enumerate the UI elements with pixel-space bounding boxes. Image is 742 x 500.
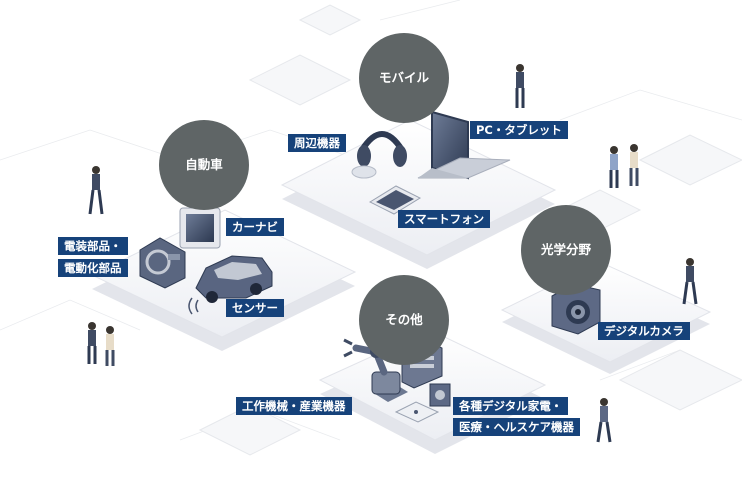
category-other-label: その他 xyxy=(385,312,423,327)
label-electrical-parts-line2: 電動化部品 xyxy=(58,259,128,277)
smartphone-icon xyxy=(368,185,422,215)
circuit-board-icon xyxy=(394,401,440,423)
category-optical: 光学分野 xyxy=(521,205,611,295)
label-smartphone: スマートフォン xyxy=(398,210,491,228)
category-automotive: 自動車 xyxy=(159,120,249,210)
category-other: その他 xyxy=(359,275,449,365)
person-icon xyxy=(682,258,698,305)
sensor-wave-icon xyxy=(188,297,199,315)
label-machine-tools: 工作機械・産業機器 xyxy=(236,397,352,415)
person-icon xyxy=(515,64,525,108)
person-icon xyxy=(609,146,619,188)
category-mobile-label: モバイル xyxy=(379,70,430,85)
category-automotive-label: 自動車 xyxy=(185,157,223,172)
person-icon xyxy=(596,398,612,443)
person-icon xyxy=(87,322,97,364)
category-optical-label: 光学分野 xyxy=(540,242,592,257)
person-icon xyxy=(629,144,639,186)
person-icon xyxy=(105,326,115,366)
appliance-icon xyxy=(429,383,451,407)
category-mobile: モバイル xyxy=(359,33,449,123)
label-appliances-line2: 医療・ヘルスケア機器 xyxy=(453,418,580,436)
label-sensor: センサー xyxy=(226,299,284,317)
dashboard-icon xyxy=(139,237,186,289)
label-pc-tablet: PC・タブレット xyxy=(470,121,568,139)
label-peripherals: 周辺機器 xyxy=(288,134,346,152)
mouse-icon xyxy=(351,165,377,179)
label-appliances-line1: 各種デジタル家電・ xyxy=(453,397,569,415)
label-electrical-parts-line1: 電装部品・ xyxy=(58,237,128,255)
laptop-icon xyxy=(417,110,511,180)
headphones-icon xyxy=(357,131,407,167)
car-navigation-icon xyxy=(179,207,221,249)
label-car-navi: カーナビ xyxy=(226,218,284,236)
label-digital-camera: デジタルカメラ xyxy=(598,322,690,340)
car-icon xyxy=(195,255,273,303)
person-icon xyxy=(88,166,104,215)
